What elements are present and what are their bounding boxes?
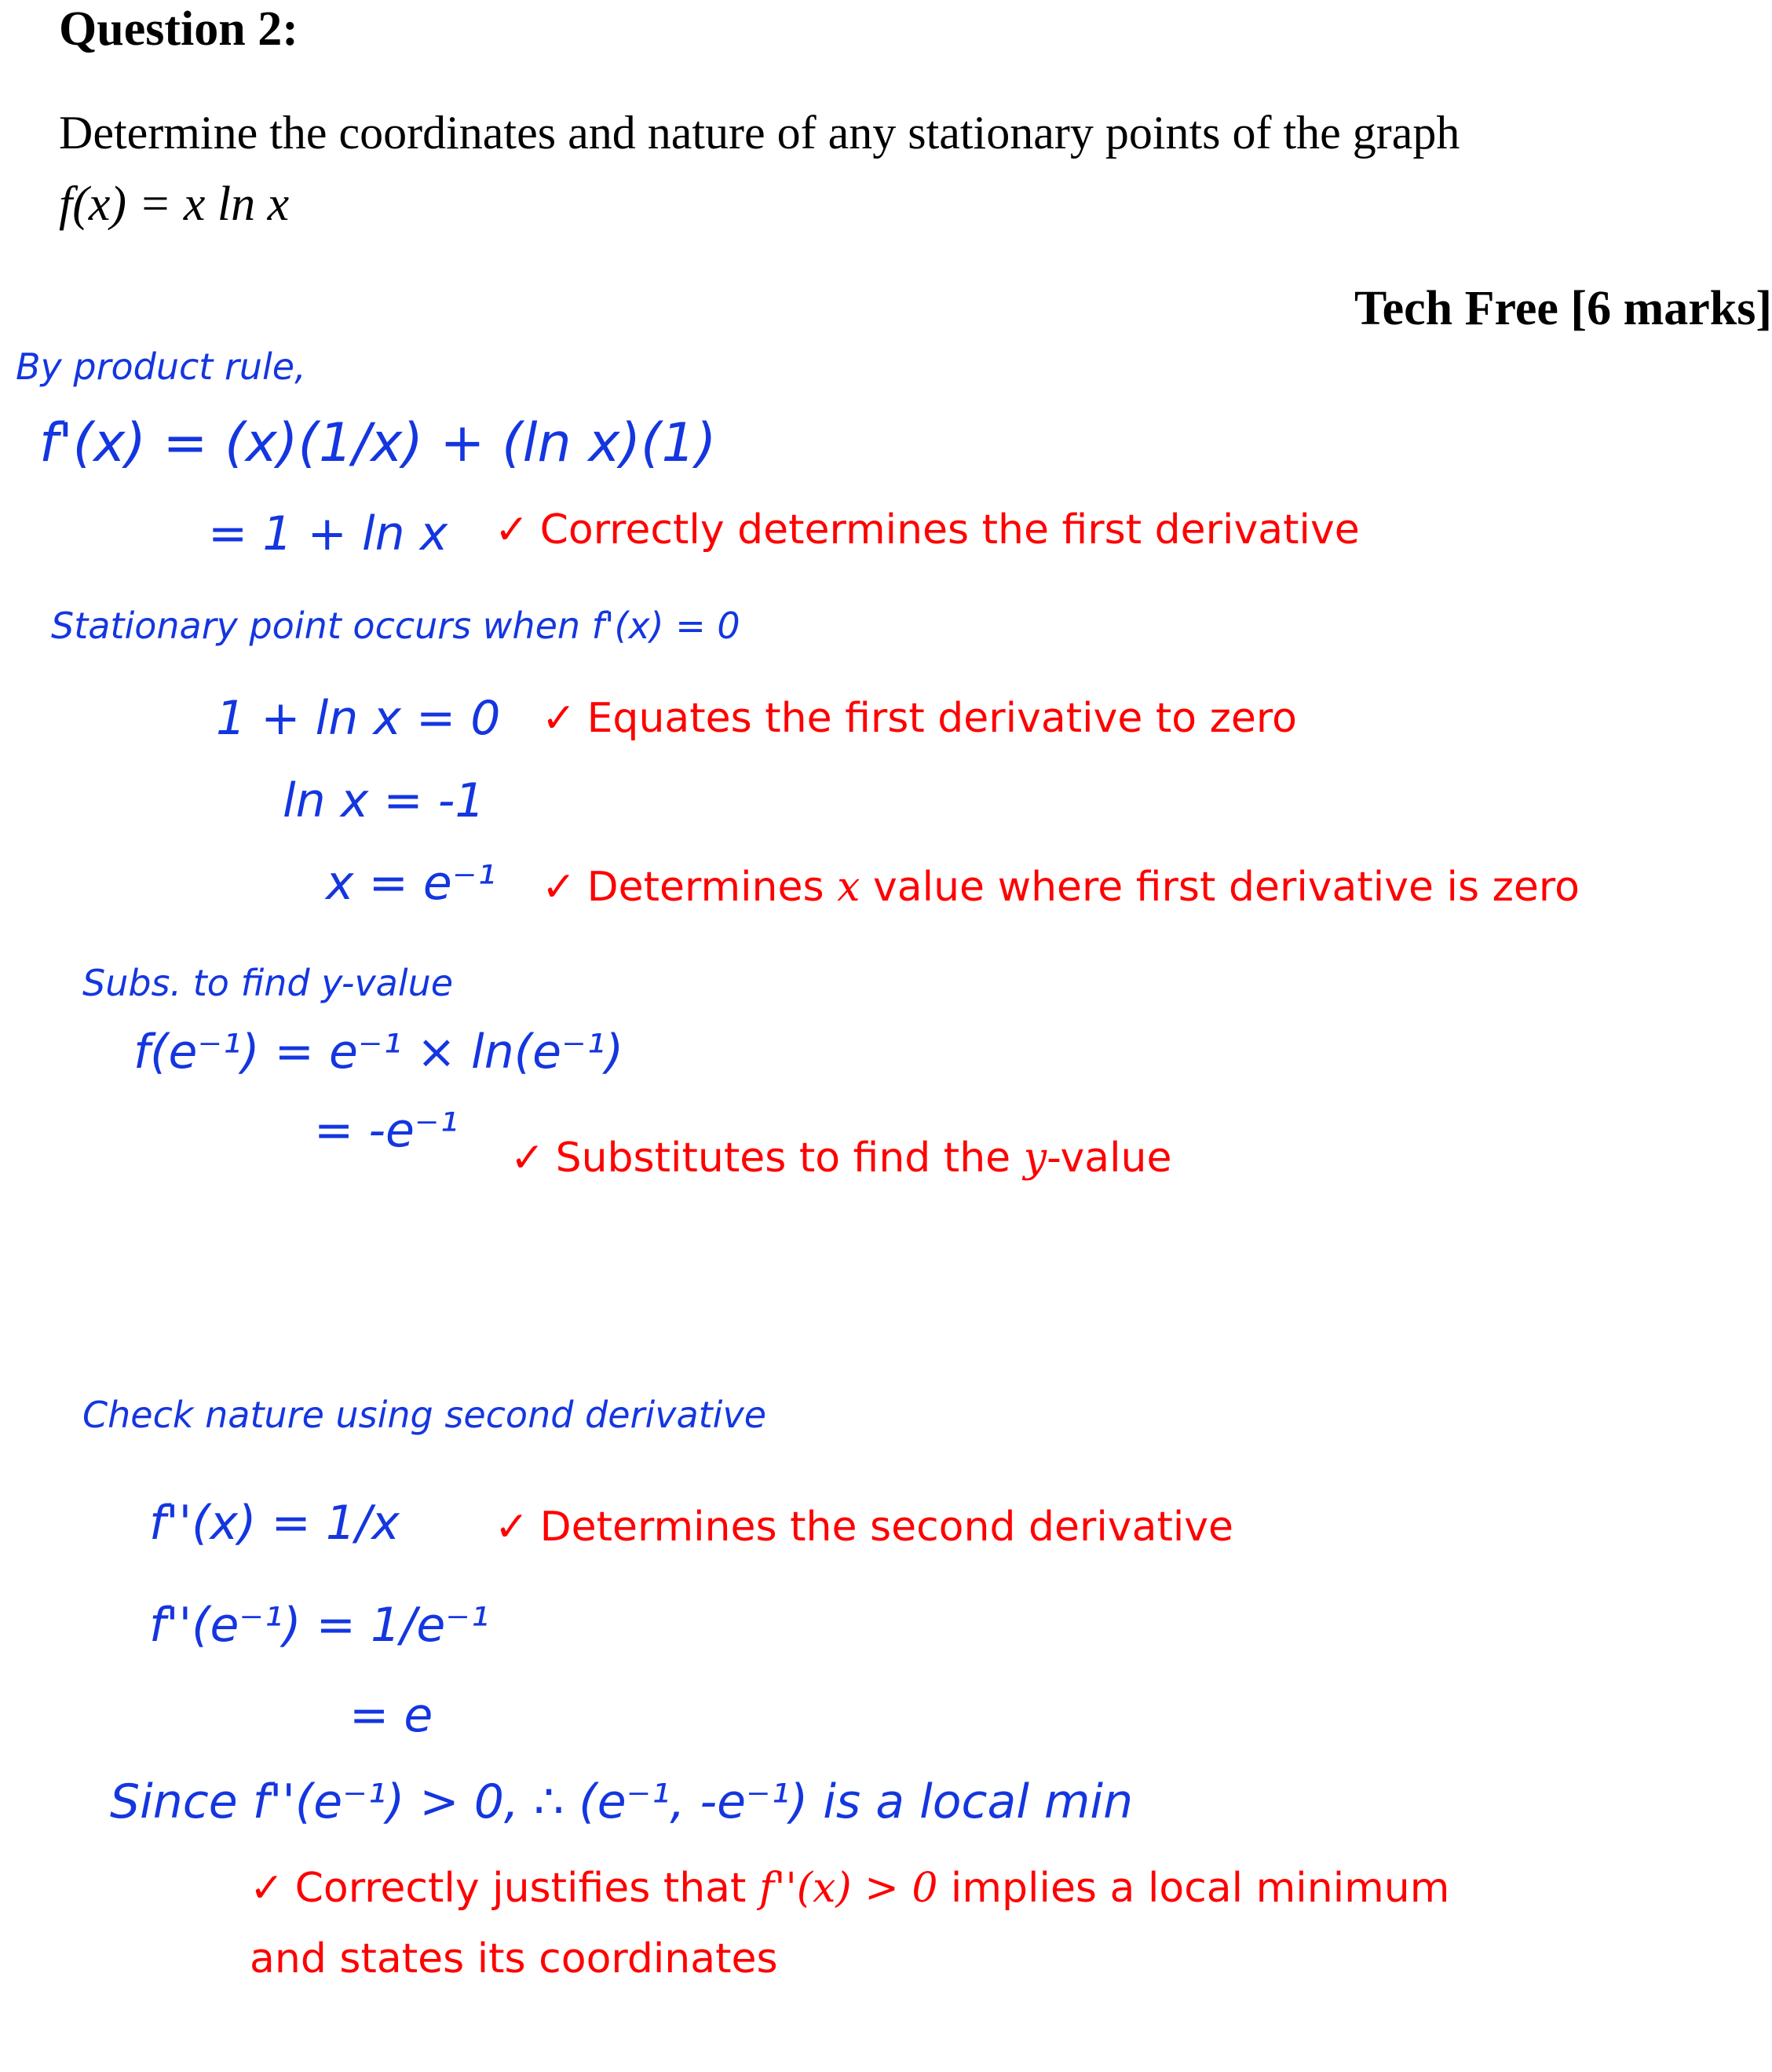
mark-text: Substitutes to find the <box>555 1135 1024 1182</box>
first-derivative-simplified: = 1 + ln x <box>208 506 448 561</box>
substitution-2: = -e⁻¹ <box>314 1103 459 1158</box>
checkmark-icon: ✓ <box>250 1865 284 1912</box>
mark-first-derivative: ✓Correctly determines the first derivati… <box>495 506 1360 554</box>
mark-equates-zero: ✓Equates the first derivative to zero <box>542 695 1297 742</box>
substitution-1: f(e⁻¹) = e⁻¹ × ln(e⁻¹) <box>133 1025 624 1080</box>
mark-x-value: ✓Determines x value where first derivati… <box>542 864 1580 911</box>
mark-local-minimum-line2: and states its coordinates <box>250 1935 778 1982</box>
mark-variable: x <box>837 864 860 911</box>
mark-text: implies a local minimum <box>937 1865 1450 1912</box>
nature-heading: Check nature using second derivative <box>82 1394 766 1436</box>
checkmark-icon: ✓ <box>542 695 576 742</box>
mark-text: Correctly determines the first derivativ… <box>539 506 1360 554</box>
mark-text: value where first derivative is zero <box>860 864 1580 911</box>
question-function: f(x) = x ln x <box>59 177 290 231</box>
subs-heading: Subs. to find y-value <box>82 962 454 1004</box>
mark-local-minimum: ✓Correctly justifies that f''(x) > 0 imp… <box>250 1865 1449 1912</box>
equation-2: ln x = -1 <box>283 773 485 828</box>
marks-label: Tech Free [6 marks] <box>1354 282 1772 335</box>
first-derivative: f'(x) = (x)(1/x) + (ln x)(1) <box>39 412 717 474</box>
mark-text: Determines <box>586 864 838 911</box>
question-prompt: Determine the coordinates and nature of … <box>59 107 1460 159</box>
checkmark-icon: ✓ <box>510 1135 545 1182</box>
equation-3: x = e⁻¹ <box>326 856 496 911</box>
mark-y-value: ✓Substitutes to find the y-value <box>510 1135 1171 1182</box>
second-derivative: f''(x) = 1/x <box>149 1496 400 1551</box>
mark-second-derivative: ✓Determines the second derivative <box>495 1504 1233 1551</box>
second-derivative-value: = e <box>349 1688 433 1743</box>
mark-expression: f''(x) > 0 <box>758 1865 938 1912</box>
mark-text: -value <box>1047 1135 1172 1182</box>
checkmark-icon: ✓ <box>542 864 576 911</box>
checkmark-icon: ✓ <box>495 506 529 554</box>
mark-text: Determines the second derivative <box>539 1504 1234 1551</box>
second-derivative-at-point: f''(e⁻¹) = 1/e⁻¹ <box>149 1598 490 1653</box>
mark-text: Correctly justifies that <box>294 1865 759 1912</box>
product-rule-heading: By product rule, <box>16 345 306 388</box>
conclusion: Since f''(e⁻¹) > 0, ∴ (e⁻¹, -e⁻¹) is a l… <box>110 1774 1134 1829</box>
stationary-heading: Stationary point occurs when f'(x) = 0 <box>51 605 740 647</box>
mark-variable: y <box>1023 1135 1047 1182</box>
checkmark-icon: ✓ <box>495 1504 529 1551</box>
mark-text: Equates the first derivative to zero <box>586 695 1297 742</box>
question-title: Question 2: <box>59 2 298 56</box>
equation-1: 1 + ln x = 0 <box>216 691 501 746</box>
